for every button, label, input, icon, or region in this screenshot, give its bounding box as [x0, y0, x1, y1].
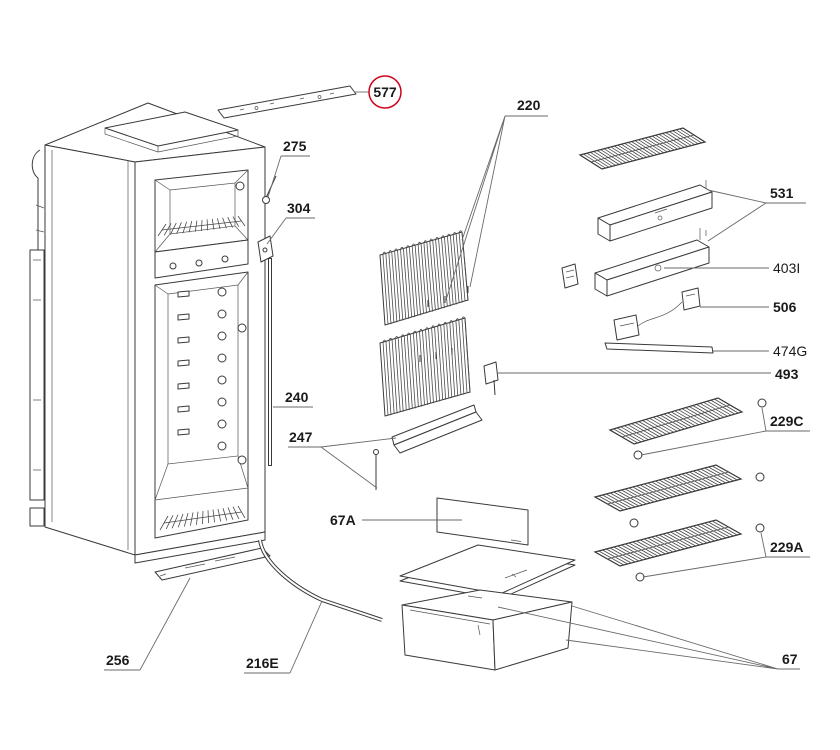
condenser-housing	[29, 249, 45, 501]
callout-577: 577	[373, 84, 397, 100]
callout-256: 256	[106, 652, 130, 668]
part-531-housings	[594, 180, 713, 297]
shelf-229A-frame	[593, 519, 743, 567]
shelf-229C-clip-left	[633, 450, 643, 460]
fin-panel-screws	[419, 286, 469, 362]
leader-304	[266, 217, 315, 245]
condenser-foot	[29, 507, 45, 527]
upper-fin-panel	[382, 230, 469, 325]
compartment-divider	[154, 239, 249, 279]
callout-216E: 216E	[246, 655, 279, 671]
middle-shelf-frame	[593, 464, 743, 512]
leader-67	[497, 605, 800, 670]
callout-67A: 67A	[330, 512, 356, 528]
condenser-tube	[31, 149, 41, 250]
part-216E-drain-hose	[258, 539, 383, 622]
callout-220: 220	[517, 97, 541, 113]
shelf-229A-clip-left	[635, 572, 645, 582]
leader-229C	[640, 407, 810, 456]
callout-229C: 229C	[770, 413, 803, 429]
middle-shelf-clip-left	[629, 518, 639, 528]
part-474G-bar	[604, 342, 714, 354]
leader-256	[104, 577, 191, 671]
fridge-hinge-screws	[237, 323, 247, 465]
cabinet-base	[134, 531, 266, 564]
leader-220	[445, 115, 548, 301]
freezer-wall-edges	[154, 169, 249, 253]
freezer-opening	[154, 169, 249, 253]
cabinet-left-side	[44, 144, 136, 556]
part-247-bracket	[373, 404, 483, 490]
part-256-bracket	[154, 547, 271, 581]
callout-247: 247	[289, 429, 313, 445]
lower-fin-panel	[382, 316, 471, 416]
callout-577-highlight-circle	[368, 75, 402, 109]
part-493-clip	[483, 361, 499, 396]
callout-275: 275	[283, 138, 307, 154]
callout-304: 304	[287, 200, 311, 216]
fridge-bottom-wire-shelf	[159, 505, 246, 531]
leader-216E	[244, 600, 323, 674]
top-shelf-frame	[578, 127, 707, 170]
middle-shelf-wires	[594, 464, 742, 512]
divider-holes	[169, 255, 229, 270]
top-wire-shelf	[578, 127, 707, 170]
top-shelf-wires	[579, 127, 706, 170]
freezer-wire-shelf	[157, 215, 246, 237]
fridge-wall-edges	[154, 271, 249, 501]
top-control-box-edge	[104, 128, 239, 153]
part-577-top-plate	[217, 85, 357, 119]
leader-275	[267, 155, 310, 198]
shelf-229A-wires	[594, 519, 742, 567]
shelf-229C-wires	[609, 397, 743, 445]
callout-506: 506	[773, 299, 797, 315]
condenser-details	[33, 204, 45, 471]
shelf-support-studs	[217, 287, 227, 451]
part-67-crisper-drawer	[399, 544, 576, 671]
refrigerator-cabinet	[29, 102, 266, 564]
leader-lines	[104, 91, 810, 674]
shelf-229C-clip-right	[757, 398, 767, 408]
callout-229A: 229A	[770, 539, 803, 555]
part-403I-switch	[561, 263, 579, 289]
leader-247	[288, 437, 397, 489]
part-67A-crisper-cover	[436, 497, 529, 546]
callout-403I: 403I	[773, 260, 800, 276]
shelf-support-tabs	[177, 290, 190, 436]
callout-labels: 577 275 304 240 247 256 216E 220 531 403…	[106, 75, 807, 671]
part-229A-wire-shelf	[593, 519, 765, 582]
shelf-229C-frame	[608, 397, 744, 445]
part-506-electrical-assembly	[613, 287, 701, 341]
callout-240: 240	[285, 389, 309, 405]
shelf-229A-clip-right	[755, 523, 765, 533]
callout-67: 67	[782, 651, 798, 667]
middle-wire-shelf	[593, 464, 765, 528]
cabinet-left-side-edge	[51, 150, 129, 550]
leader-531	[707, 189, 806, 242]
callout-531: 531	[770, 185, 794, 201]
callout-493: 493	[775, 366, 799, 382]
part-304-hinge	[257, 235, 274, 263]
part-220-evaporator-fins	[379, 230, 471, 417]
callout-474G: 474G	[773, 343, 807, 359]
part-229C-wire-shelf	[608, 397, 767, 460]
middle-shelf-clip-right	[755, 472, 765, 482]
leader-229A	[642, 532, 810, 578]
